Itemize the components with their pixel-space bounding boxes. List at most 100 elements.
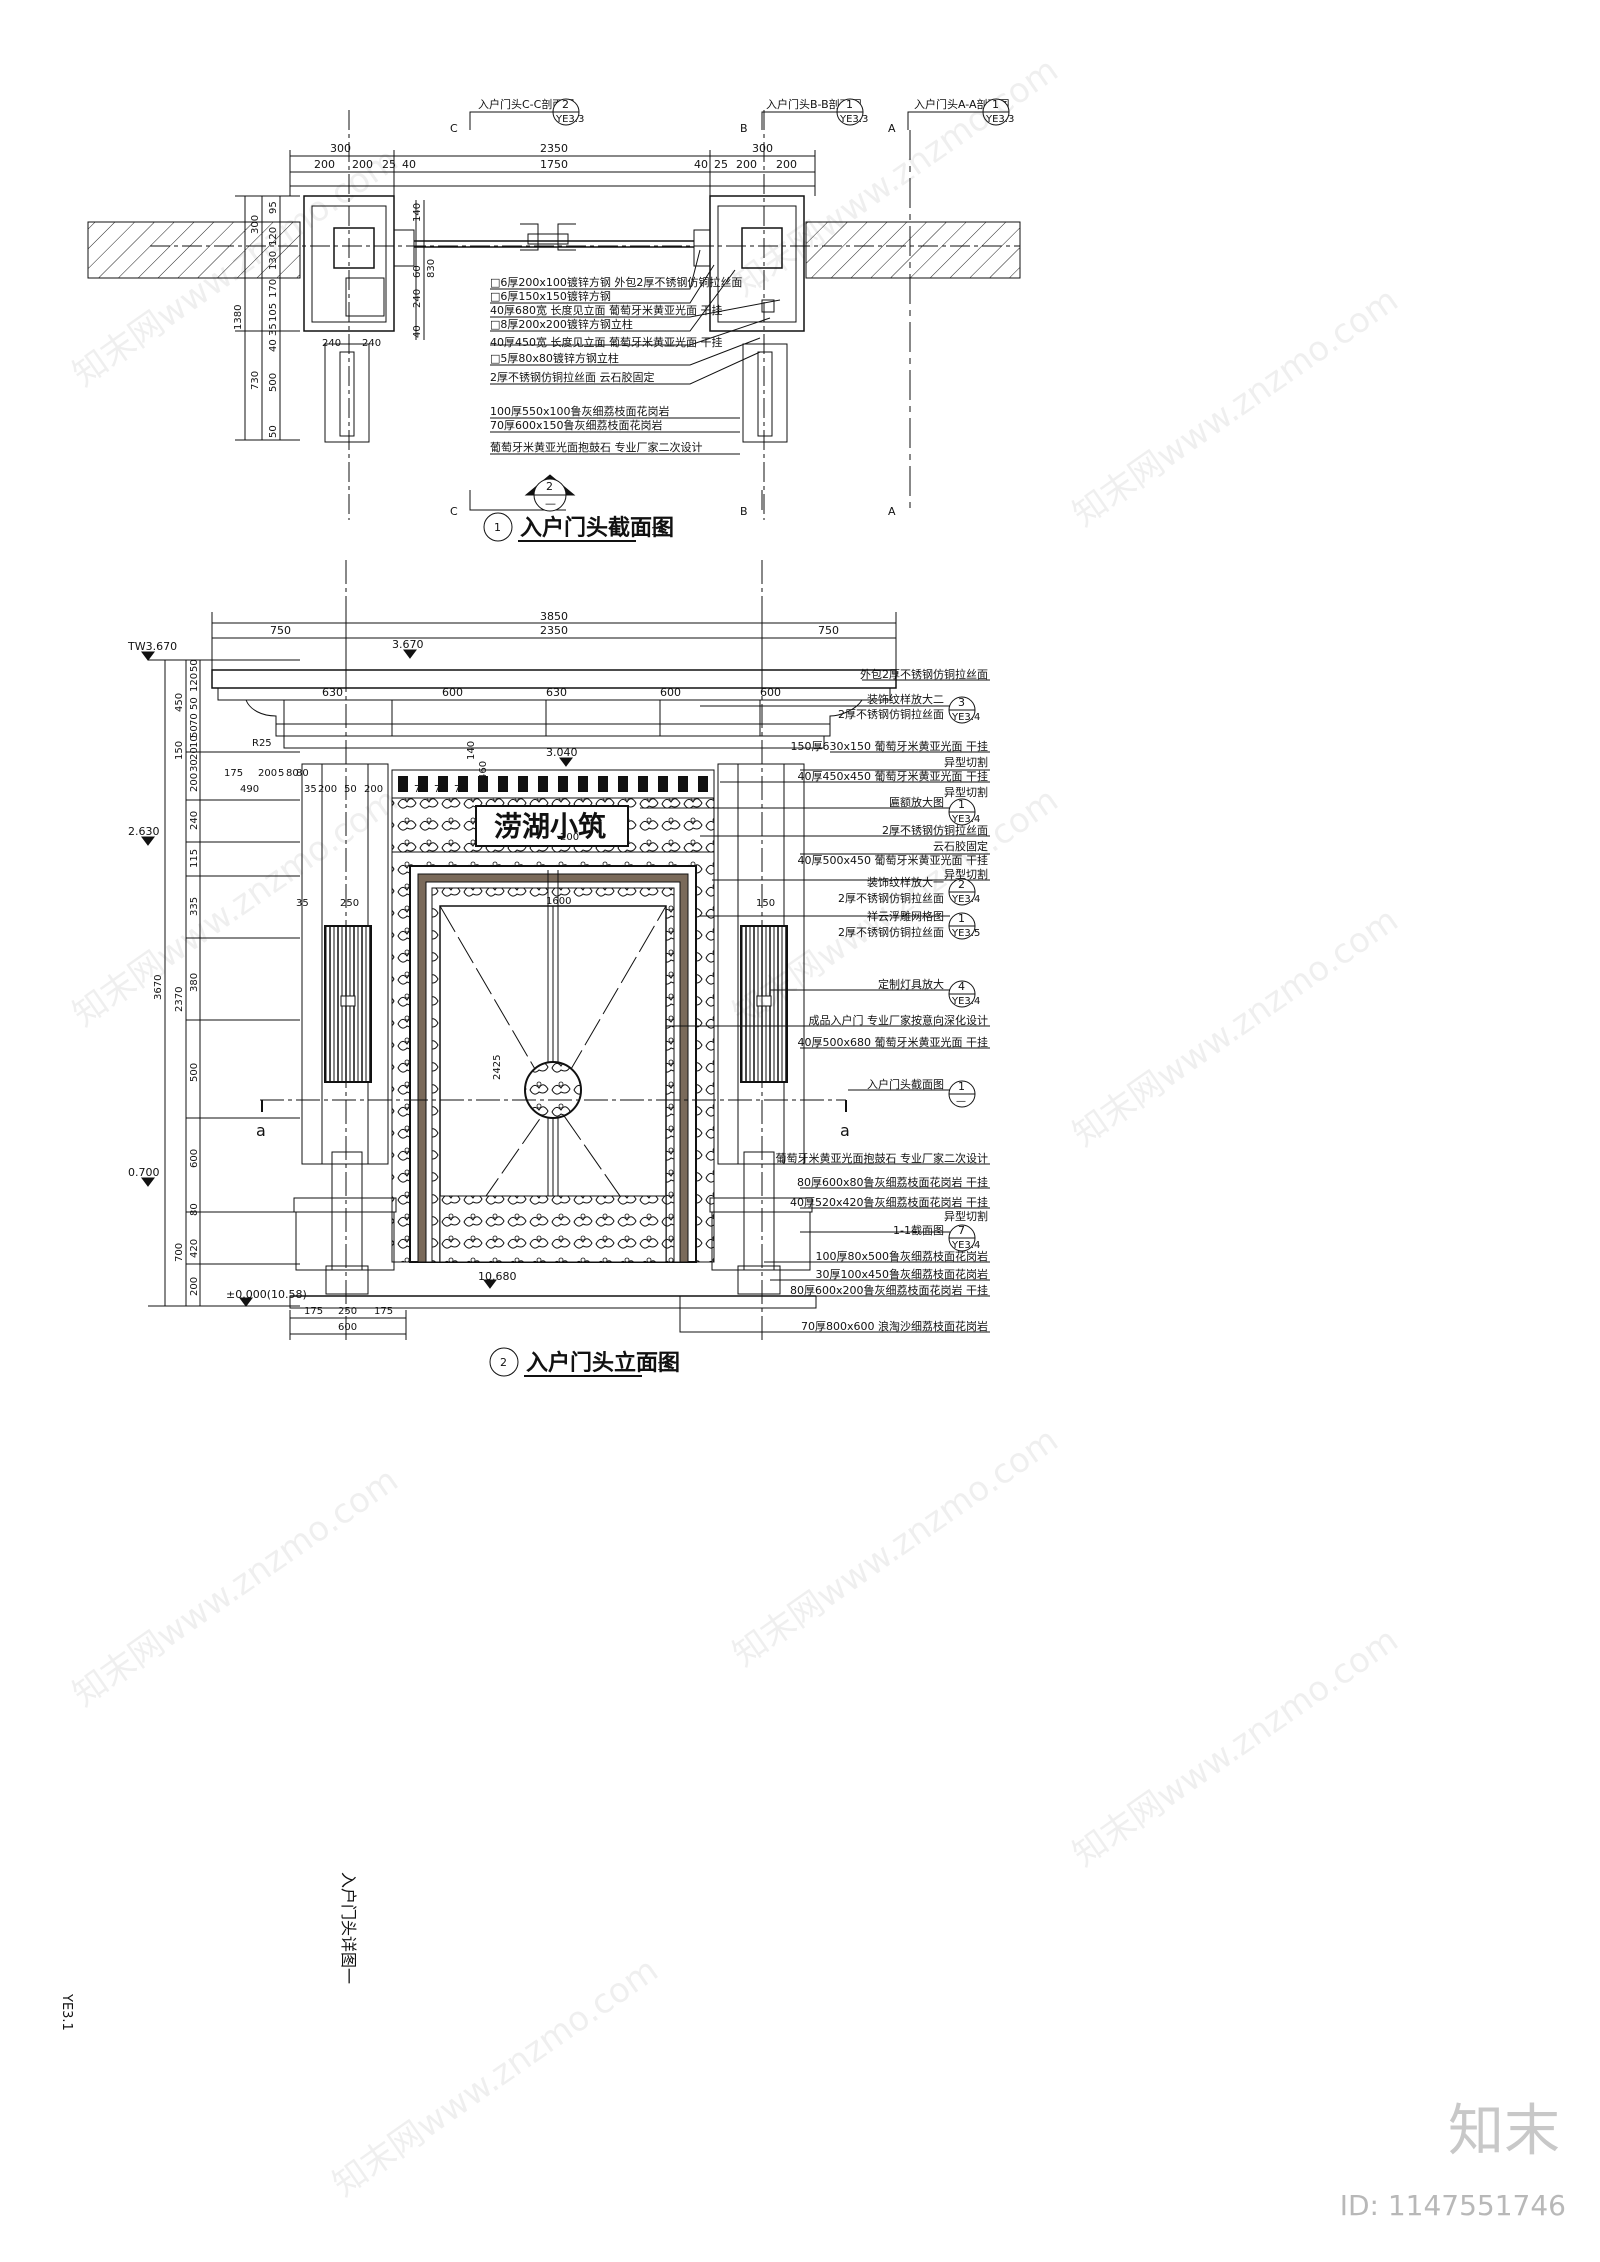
cut-b-sheet: YE3.3 [839,114,868,125]
cut-b-letter-bottom: B [740,505,748,518]
elev-note: 装饰纹样放大一 [867,875,944,889]
elev-dim-inner: 1600 [546,896,571,907]
plan-note: 2厚不锈钢仿铜拉丝面 云石胶固定 [490,370,655,384]
plan-labels: 入户门头C-C剖面图 入户门头B-B剖面图 入户门头A-A剖面图 2 YE3.3… [233,97,1014,542]
elev-dim-row3: 490 [240,784,259,795]
right-wall [805,221,1021,279]
elev-dim-inner: 150 [756,898,775,909]
section-a-left: a [256,1121,266,1140]
elev-dim-left: 30 [189,759,200,772]
elev-dim-left: 50 [189,725,200,738]
door-wave-panel [439,1195,667,1263]
elev-dim-left: 20 [189,747,200,760]
plan-dim-mid: 25 [382,158,396,171]
plan-dim-top: 300 [752,142,773,155]
plan-note: □8厚200x200镀锌方钢立柱 [490,317,633,331]
elev-dim-left: 2370 [174,987,185,1012]
cut-c-letter-bottom: C [450,505,458,518]
elev-dim-row3: 70 [414,784,427,795]
cut-c-sheet: YE3.3 [555,114,584,125]
elev-note: 入户门头截面图 [867,1077,944,1091]
elev-dim-row2: 600 [442,686,463,699]
elev-dim-row3: 200 [364,784,383,795]
cut-b-letter-top: B [740,122,748,135]
callout: 7 YE3.4 [948,1224,980,1252]
plan-note: □6厚150x150镀锌方钢 [490,289,611,303]
plan-dim-left: 730 [250,371,261,390]
elev-note: 定制灯具放大 [878,977,944,991]
plan-scale: 1:15 [640,525,665,538]
elev-note: 150厚630x150 葡萄牙米黄亚光面 干挂 [791,739,989,753]
elev-dim-left: 115 [189,849,200,868]
elev-dim-row2: 630 [546,686,567,699]
elev-dim-row3: 80 [286,768,299,779]
elev-note: 异型切割 [944,785,988,799]
level-zero: ±0.000(10.58) [226,1288,307,1301]
section-a-right: a [840,1121,850,1140]
level-floor: 10.680 [478,1270,517,1283]
plan-dim-left: 300 [250,215,261,234]
elev-note: 2厚不锈钢仿铜拉丝面 [838,925,944,939]
svg-text:YE3.4: YE3.4 [951,894,980,905]
right-drum-stone [743,1151,775,1271]
elev-dim-row3: 200 [258,768,277,779]
plan-title-num: 1 [494,521,501,534]
elev-dim-left: 335 [189,897,200,916]
elev-note: 1-1截面图 [893,1223,944,1237]
elev-dim-row3: 200 [318,784,337,795]
right-pillar [717,763,805,1165]
svg-text:2: 2 [958,878,965,891]
elev-note: 100厚80x500鲁灰细荔枝面花岗岩 [816,1249,989,1263]
elev-note: 40厚450x450 葡萄牙米黄亚光面 干挂 [798,769,989,783]
plan-dim-inner: 240 [412,289,423,308]
cut-a-letter-bottom: A [888,505,896,518]
plan-note: 葡萄牙米黄亚光面抱鼓石 专业厂家二次设计 [490,440,703,454]
cut-c-letter-top: C [450,122,458,135]
plan-dim-left: 50 [268,425,279,438]
elev-dim-row3: 80 [296,768,309,779]
plan-dim-left: 130 [268,251,279,270]
plan-dim-left: 40 [268,339,279,352]
plan-dim-left: 35 [268,323,279,336]
elev-dim-row3: 5 [278,768,284,779]
elev-note: 30厚100x450鲁灰细荔枝面花岗岩 [816,1267,989,1281]
elev-dim-left: 10 [189,735,200,748]
plan-dim-left: 120 [268,227,279,246]
elev-note: 成品入户门 专业厂家按意向深化设计 [809,1013,989,1027]
elev-dim-top: 2350 [540,624,568,637]
elev-dim-row3: 35 [304,784,317,795]
plan-dim-left: 95 [268,201,279,214]
level-tw: TW3.670 [127,640,177,653]
plan-dim-inner: 40 [412,325,423,338]
left-pillar [301,763,389,1165]
elev-dim-row3: 175 [224,768,243,779]
elev-note: 80厚600x200鲁灰细荔枝面花岗岩 干挂 [790,1283,988,1297]
elev-dim-row3: 70 [434,784,447,795]
right-lamp-base [742,343,788,443]
cut-c-label: 入户门头C-C剖面图 [478,97,574,111]
callout: 2 YE3.4 [948,878,980,906]
elev-note: 70厚800x600 浪淘沙细荔枝面花岗岩 [801,1319,988,1333]
elev-dim-row2: 600 [660,686,681,699]
level-low: 0.700 [128,1166,160,1179]
svg-text:YE3.4: YE3.4 [951,712,980,723]
elev-dim-left: 380 [189,973,200,992]
plan-note: 40厚680宽 长度见立面 葡萄牙米黄亚光面 干挂 [490,303,722,317]
plan-dim-mid: 40 [694,158,708,171]
plan-dim-left: 500 [268,373,279,392]
plan-note: 40厚450宽 长度见立面 葡萄牙米黄亚光面 干挂 [490,335,722,349]
sign-plaque [475,805,629,847]
dentils [398,776,708,792]
elev-note: 异型切割 [944,755,988,769]
elev-dim-left: 50 [189,697,200,710]
elev-dim-row3: 70 [454,784,467,795]
plan-view [87,110,1021,520]
elev-dim-left: 700 [174,1243,185,1262]
sign-text: 涝湖小筑 [494,810,606,843]
plan-dim-inner: 140 [412,203,423,222]
elev-dim-top: 3850 [540,610,568,623]
elev-note: 2厚不锈钢仿铜拉丝面 [838,891,944,905]
sheet-code: YE3.1 [59,1994,74,2031]
callout: 1 YE3.5 [948,912,980,940]
svg-text:1: 1 [958,798,965,811]
